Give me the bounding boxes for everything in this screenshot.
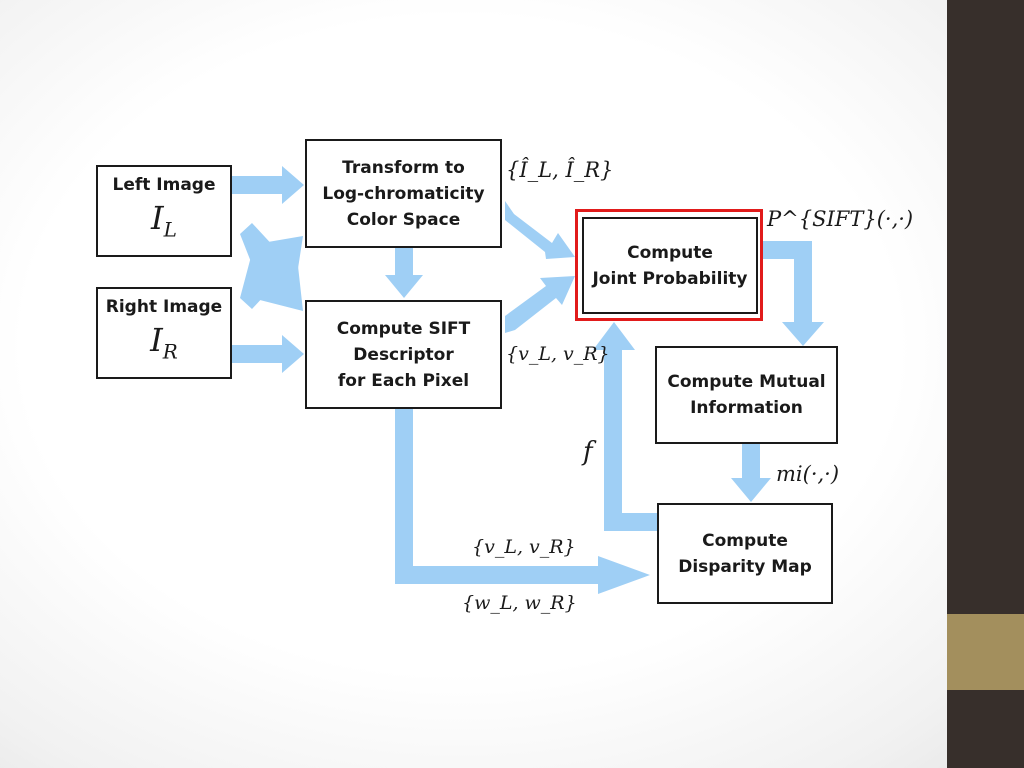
right-image-node: Right Image IR <box>96 287 232 379</box>
disparity-line-1: Compute <box>702 530 788 551</box>
arrow-joint-to-mutual <box>760 241 824 346</box>
right-image-title: Right Image <box>105 297 223 318</box>
sidebar-accent-block <box>947 614 1024 690</box>
transform-node: Transform to Log-chromaticity Color Spac… <box>305 139 502 248</box>
arrow-left-to-transform <box>232 166 304 204</box>
mutual-line-1: Compute Mutual <box>667 372 826 392</box>
label-p-sift: P^{SIFT}(·,·) <box>767 207 914 231</box>
disparity-line-2: Disparity Map <box>678 556 812 577</box>
arrow-sift-to-joint <box>505 276 575 333</box>
transform-line-1: Transform to <box>342 157 465 178</box>
sift-node: Compute SIFT Descriptor for Each Pixel <box>305 300 502 409</box>
arrows-layer <box>232 166 824 594</box>
arrow-sift-to-disparity <box>395 409 650 594</box>
label-bottom-w: {w_L, w_R} <box>462 592 577 614</box>
sift-line-2: Descriptor <box>353 344 454 365</box>
arrow-right-to-transform <box>240 236 303 309</box>
joint-line-2: Joint Probability <box>592 268 748 289</box>
left-image-symbol: IL <box>151 199 177 242</box>
transform-line-3: Color Space <box>346 209 461 230</box>
arrow-mutual-to-disparity <box>731 444 771 502</box>
mutual-information-node: Compute Mutual Information <box>655 346 838 444</box>
arrow-disparity-to-joint <box>593 322 657 531</box>
label-transformed-images: {Î_L, Î_R} <box>506 158 614 182</box>
sift-line-3: for Each Pixel <box>337 370 470 391</box>
right-image-symbol: IR <box>150 321 178 364</box>
label-f: f <box>583 437 593 467</box>
label-bottom-v: {v_L, v_R} <box>472 536 576 558</box>
joint-line-1: Compute <box>627 242 713 263</box>
arrow-right-to-sift <box>232 335 304 373</box>
disparity-map-node: Compute Disparity Map <box>657 503 833 604</box>
highlight-box <box>575 209 763 321</box>
arrow-transform-to-sift <box>385 248 423 298</box>
label-sift-vectors: {v_L, v_R} <box>506 343 610 365</box>
transform-line-2: Log-chromaticity <box>322 183 485 204</box>
label-mi: mi(·,·) <box>776 462 840 486</box>
sift-line-1: Compute SIFT <box>336 318 471 339</box>
left-image-node: Left Image IL <box>96 165 232 257</box>
left-image-title: Left Image <box>112 175 216 196</box>
mutual-line-2: Information <box>690 398 803 418</box>
arrow-transform-to-joint <box>505 201 575 259</box>
joint-probability-node: Compute Joint Probability <box>582 217 758 314</box>
